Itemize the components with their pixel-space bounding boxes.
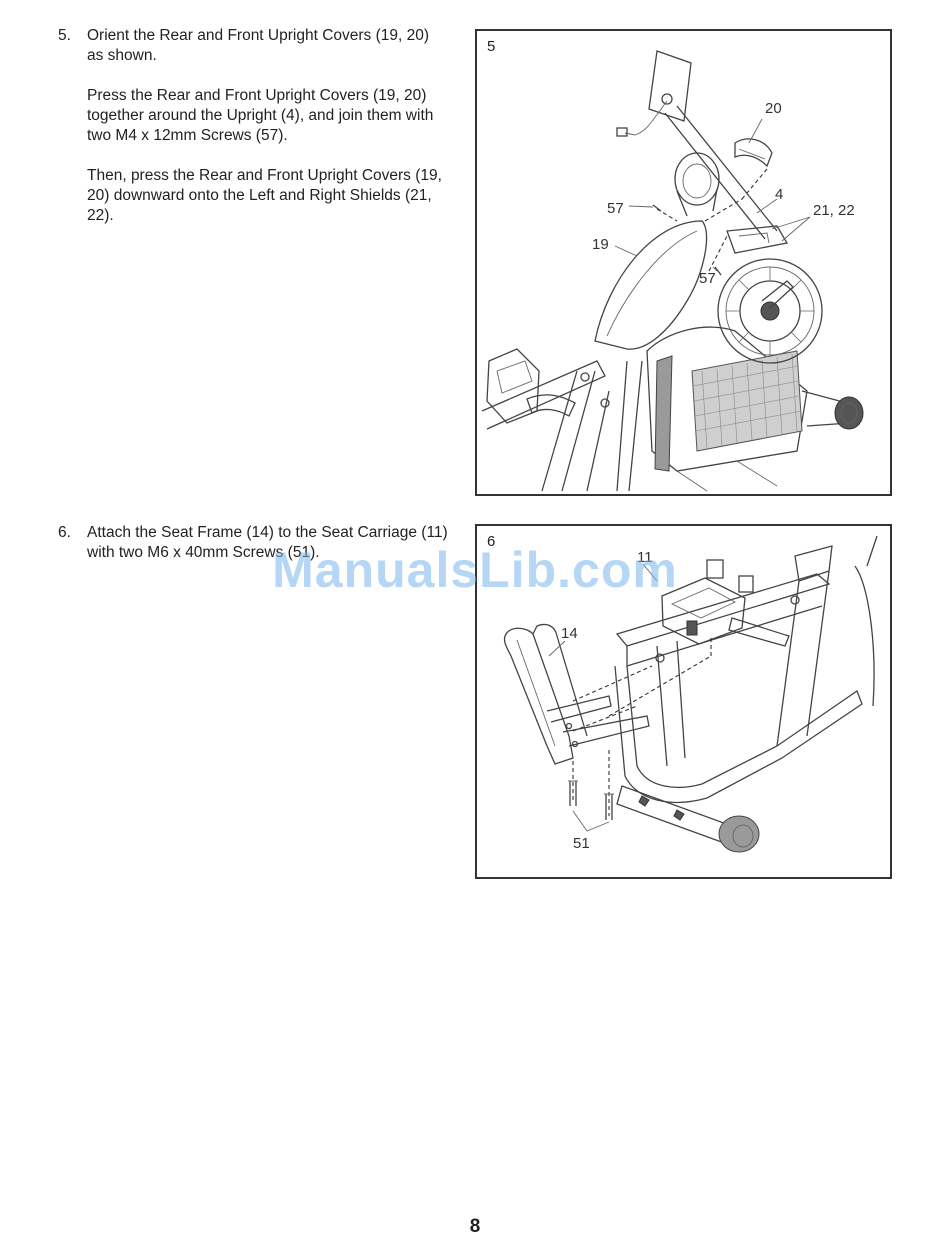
front-upright-cover <box>734 138 773 168</box>
callout-label: 11 <box>637 549 653 566</box>
watermark: ManualsLib.com <box>272 542 678 598</box>
step-number: 5. <box>58 27 71 44</box>
callout-label: 21, 22 <box>813 202 855 219</box>
left-shield <box>646 326 808 472</box>
seat-frame-crossbar <box>562 715 650 747</box>
screw-57 <box>652 204 662 212</box>
callout-label: 51 <box>573 835 590 852</box>
step-5-paragraph-1: Orient the Rear and Front Upright Covers… <box>87 27 430 64</box>
page-number: 8 <box>469 1216 481 1237</box>
step-number: 6. <box>58 524 71 541</box>
figure-number: 6 <box>487 533 496 550</box>
figure-5: 20 4 57 21, 22 19 57 5 <box>475 29 892 496</box>
stabilizer-end-cap <box>834 396 864 430</box>
step-6: 6. Attach the Seat Frame (14) to the Sea… <box>58 523 448 583</box>
figure-number: 5 <box>487 38 496 55</box>
seat-frame <box>503 627 574 765</box>
stabilizer-end-cap <box>718 815 760 853</box>
seat-rail <box>481 360 606 430</box>
plate-hole <box>661 93 673 105</box>
screw-51 <box>605 794 613 820</box>
step-6-paragraph-1: Attach the Seat Frame (14) to the Seat C… <box>87 524 448 561</box>
rear-cover-ring <box>674 152 720 206</box>
callout-label: 19 <box>592 236 609 253</box>
screw-51 <box>569 781 577 806</box>
flywheel-housing <box>717 258 823 364</box>
upright-tube <box>776 570 830 747</box>
base-frame <box>614 665 863 804</box>
seat-carriage <box>661 577 746 645</box>
figure-5-illustration: 20 4 57 21, 22 19 57 <box>481 50 864 492</box>
wire-connector <box>616 127 628 137</box>
shield-edge <box>654 355 673 472</box>
figure-6: 11 14 51 6 <box>475 524 892 879</box>
crank-hub <box>760 301 780 321</box>
shield-edge <box>854 565 875 707</box>
callout-label: 4 <box>775 186 783 203</box>
assembly-lines <box>572 750 610 816</box>
shield-vent-grille <box>691 350 803 452</box>
upright-tube <box>664 105 778 240</box>
adjustment-knob <box>728 617 790 647</box>
figure-6-illustration: 11 14 51 <box>503 535 878 853</box>
screw-57 <box>714 266 722 276</box>
step-5-paragraph-2: Press the Rear and Front Upright Covers … <box>87 87 434 144</box>
adjustment-knob <box>526 394 576 417</box>
callout-label: 57 <box>607 200 624 217</box>
frame-tubes <box>541 370 610 492</box>
callout-label: 14 <box>561 625 578 642</box>
step-5: 5. Orient the Rear and Front Upright Cov… <box>58 26 448 246</box>
console-mounting-plate <box>648 50 692 122</box>
crank-arm <box>761 280 794 310</box>
shield-top-bracket <box>726 225 789 254</box>
callout-label: 57 <box>699 270 716 287</box>
carriage-bracket <box>706 559 724 579</box>
console-wire <box>624 100 668 136</box>
step-5-paragraph-3: Then, press the Rear and Front Upright C… <box>87 167 442 224</box>
assembly-lines <box>656 168 768 272</box>
rear-upright-cover <box>594 220 708 350</box>
seat-rail <box>615 573 831 647</box>
callout-label: 20 <box>765 100 782 117</box>
